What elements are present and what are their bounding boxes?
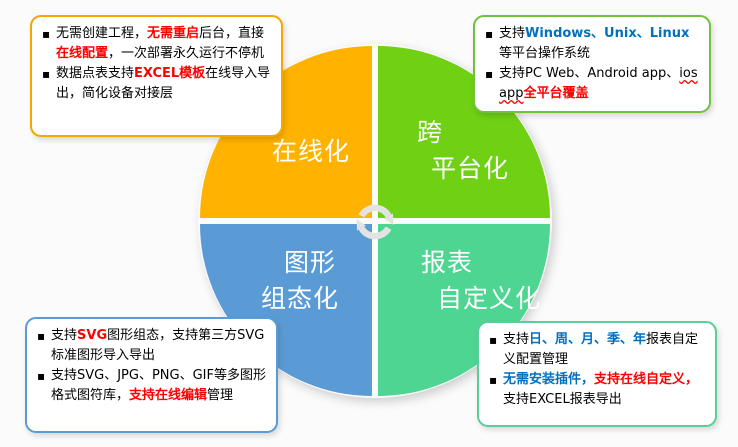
quadrant-label-online: 在线化 bbox=[272, 137, 351, 166]
quadrant-label-graphic-line1: 图形 bbox=[284, 248, 337, 277]
quadrant-label-graphic-line2: 组态化 bbox=[261, 284, 340, 313]
callout-online-bullet-1: 无需创建工程，无需重启后台，直接在线配置，一次部署永久运行不停机 bbox=[42, 24, 272, 64]
quadrant-label-report-line1: 报表 bbox=[421, 248, 474, 277]
callout-online-list: 无需创建工程，无需重启后台，直接在线配置，一次部署永久运行不停机 数据点表支持E… bbox=[41, 24, 272, 104]
callout-cross-platform-bullet-1: 支持Windows、Unix、Linux等平台操作系统 bbox=[485, 24, 700, 64]
callout-graphic-configuration: 支持SVG图形组态，支持第三方SVG标准图形导入导出 支持SVG、JPG、PNG… bbox=[25, 317, 278, 433]
quadrant-label-report-line2: 自定义化 bbox=[437, 284, 542, 313]
callout-online-bullet-2: 数据点表支持EXCEL模板在线导入导出，简化设备对接层 bbox=[42, 64, 272, 104]
sync-arrows-icon bbox=[356, 204, 394, 240]
callout-report-bullet-2: 无需安装插件，支持在线自定义，支持EXCEL报表导出 bbox=[489, 370, 706, 410]
callout-cross-platform: 支持Windows、Unix、Linux等平台操作系统 支持PC Web、And… bbox=[473, 15, 711, 113]
callout-graphic-bullet-1: 支持SVG图形组态，支持第三方SVG标准图形导入导出 bbox=[37, 326, 267, 366]
callout-graphic-list: 支持SVG图形组态，支持第三方SVG标准图形导入导出 支持SVG、JPG、PNG… bbox=[36, 326, 267, 406]
callout-report-list: 支持日、周、月、季、年报表自定义配置管理 无需安装插件，支持在线自定义，支持EX… bbox=[488, 330, 706, 410]
callout-cross-platform-bullet-2: 支持PC Web、Android app、ios app全平台覆盖 bbox=[485, 64, 700, 104]
callout-graphic-bullet-2: 支持SVG、JPG、PNG、GIF等多图形格式图符库，支持在线编辑管理 bbox=[37, 366, 267, 406]
callout-report-bullet-1: 支持日、周、月、季、年报表自定义配置管理 bbox=[489, 330, 706, 370]
callout-cross-platform-list: 支持Windows、Unix、Linux等平台操作系统 支持PC Web、And… bbox=[484, 24, 700, 104]
callout-report-customization: 支持日、周、月、季、年报表自定义配置管理 无需安装插件，支持在线自定义，支持EX… bbox=[477, 321, 717, 427]
quadrant-label-cross-platform-line2: 平台化 bbox=[431, 154, 510, 183]
quadrant-label-cross-platform-line1: 跨 bbox=[417, 118, 444, 147]
callout-online: 无需创建工程，无需重启后台，直接在线配置，一次部署永久运行不停机 数据点表支持E… bbox=[30, 15, 283, 137]
